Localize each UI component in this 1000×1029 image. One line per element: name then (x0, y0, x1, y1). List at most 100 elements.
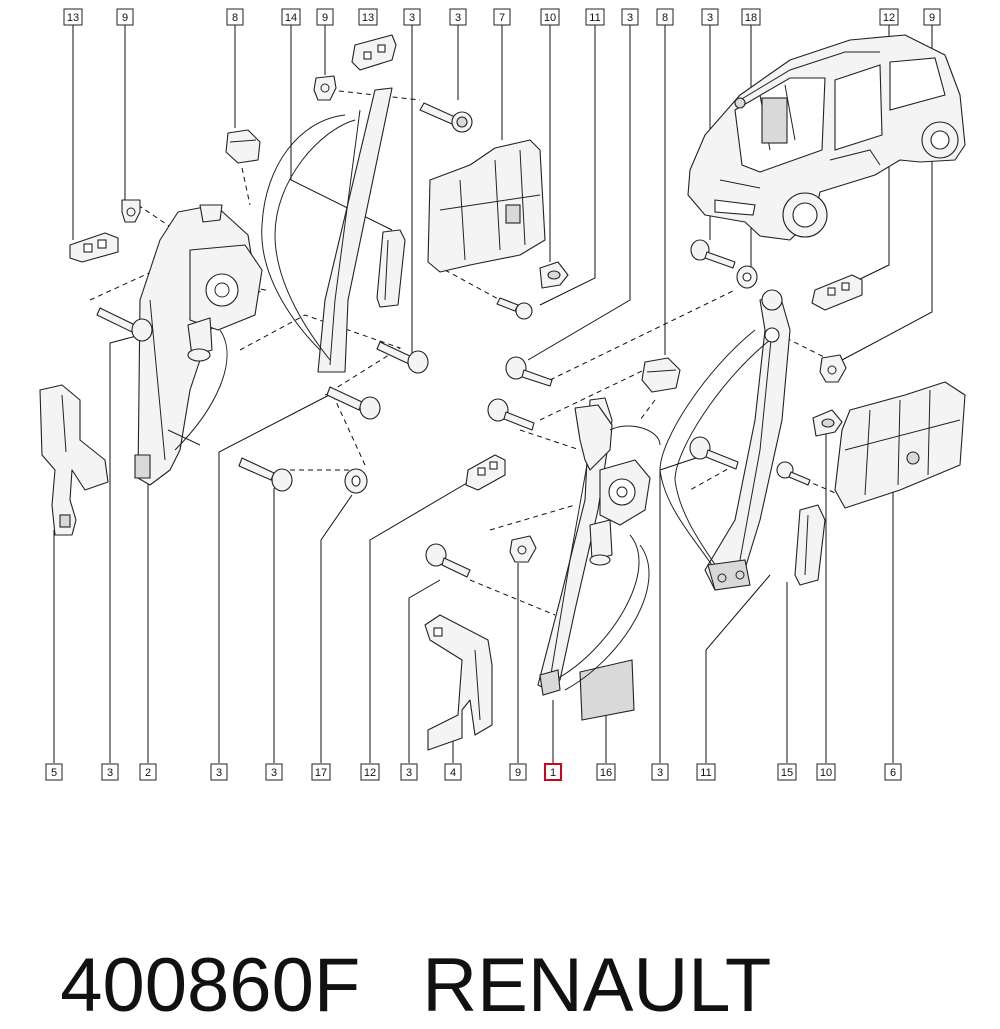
callout-number: 8 (232, 12, 238, 24)
callout-box (741, 8, 761, 26)
screw-3h (425, 543, 471, 578)
screw-3g (487, 398, 535, 431)
part-12-middle (465, 454, 506, 491)
part-9-clip-left (121, 199, 141, 223)
callout-box (651, 763, 669, 781)
callout-top-10: 10 (540, 8, 560, 26)
callout-number: 3 (409, 12, 415, 24)
part-15 (794, 504, 826, 586)
callout-top-3: 3 (701, 8, 719, 26)
callout-box (585, 8, 605, 26)
callout-top-13: 13 (358, 8, 378, 26)
callout-number: 4 (450, 767, 456, 779)
callout-box (777, 763, 797, 781)
callout-bottom-16: 16 (596, 763, 616, 781)
callout-box (816, 763, 836, 781)
part-9-clip-right (819, 354, 847, 383)
part-13-left (69, 232, 119, 263)
callout-number: 1 (550, 767, 556, 779)
callout-number: 2 (145, 767, 151, 779)
part-number: 400860F (60, 943, 361, 1028)
callout-number: 12 (364, 767, 376, 779)
right-rear-regulator (659, 289, 791, 591)
callout-box (63, 8, 83, 26)
callout-box (281, 8, 301, 26)
brand-name: RENAULT (422, 943, 772, 1028)
callout-top-8: 8 (226, 8, 244, 26)
screw-3f (505, 356, 553, 387)
callout-number: 3 (406, 767, 412, 779)
motor-right (589, 459, 651, 566)
screw-3b (96, 307, 153, 342)
callout-bottom-11: 11 (696, 763, 716, 781)
callout-box (210, 763, 228, 781)
callout-number: 9 (122, 12, 128, 24)
callout-box (621, 8, 639, 26)
callout-number: 3 (657, 767, 663, 779)
callout-number: 13 (67, 12, 79, 24)
callout-number: 10 (820, 767, 832, 779)
callout-number: 3 (107, 767, 113, 779)
callout-box (540, 8, 560, 26)
callout-top-9: 9 (116, 8, 134, 26)
callout-top-9: 9 (923, 8, 941, 26)
callout-bottom-10: 10 (816, 763, 836, 781)
callout-box (45, 763, 63, 781)
motor-left (187, 244, 263, 362)
callout-box (116, 8, 134, 26)
screw-3a (419, 102, 473, 133)
callout-box (509, 763, 527, 781)
callout-bottom-3: 3 (101, 763, 119, 781)
screw-11 (496, 297, 533, 320)
callout-box (139, 763, 157, 781)
footer-caption: 400860F RENAULT (18, 855, 771, 1028)
callout-number: 9 (929, 12, 935, 24)
part-8-right (641, 357, 681, 393)
callout-bottom-9: 9 (509, 763, 527, 781)
left-window-regulator (134, 87, 393, 486)
exploded-parts-diagram: 1398149133371011383181295323317123491163… (39, 8, 966, 781)
callout-box (493, 8, 511, 26)
part-7-module (427, 139, 546, 273)
callout-bottom-4: 4 (444, 763, 462, 781)
callout-box (360, 763, 380, 781)
part-10-middle (539, 261, 569, 289)
callout-bottom-2: 2 (139, 763, 157, 781)
part-14 (376, 229, 406, 308)
callout-number: 6 (890, 767, 896, 779)
callout-number: 17 (315, 767, 327, 779)
callout-bottom-3: 3 (651, 763, 669, 781)
car-illustration (687, 34, 966, 241)
part-16-label (579, 659, 635, 721)
callout-top-13: 13 (63, 8, 83, 26)
part-10-right (812, 409, 843, 437)
callout-box (226, 8, 244, 26)
callout-number: 14 (285, 12, 297, 24)
callout-bottom-12: 12 (360, 763, 380, 781)
callout-top-14: 14 (281, 8, 301, 26)
callout-bottom-1: 1 (544, 763, 562, 781)
callout-number: 9 (322, 12, 328, 24)
callout-top-3: 3 (621, 8, 639, 26)
callout-number: 7 (499, 12, 505, 24)
callout-bottom-5: 5 (45, 763, 63, 781)
part-9-clip-middle (509, 535, 537, 563)
part-4-bracket (424, 614, 493, 751)
callout-box (879, 8, 899, 26)
callout-number: 13 (362, 12, 374, 24)
callout-top-8: 8 (656, 8, 674, 26)
callout-number: 11 (700, 767, 711, 779)
callout-box (696, 763, 716, 781)
callout-number: 3 (707, 12, 713, 24)
washer-17 (344, 468, 368, 494)
callout-box (358, 8, 378, 26)
callout-box (403, 8, 421, 26)
callout-box (884, 763, 902, 781)
callout-box (656, 8, 674, 26)
callout-number: 5 (51, 767, 57, 779)
right-window-regulator (537, 397, 661, 696)
callout-box (596, 763, 616, 781)
screw-3-top-right (690, 239, 736, 269)
callout-bottom-6: 6 (884, 763, 902, 781)
callout-box (311, 763, 331, 781)
